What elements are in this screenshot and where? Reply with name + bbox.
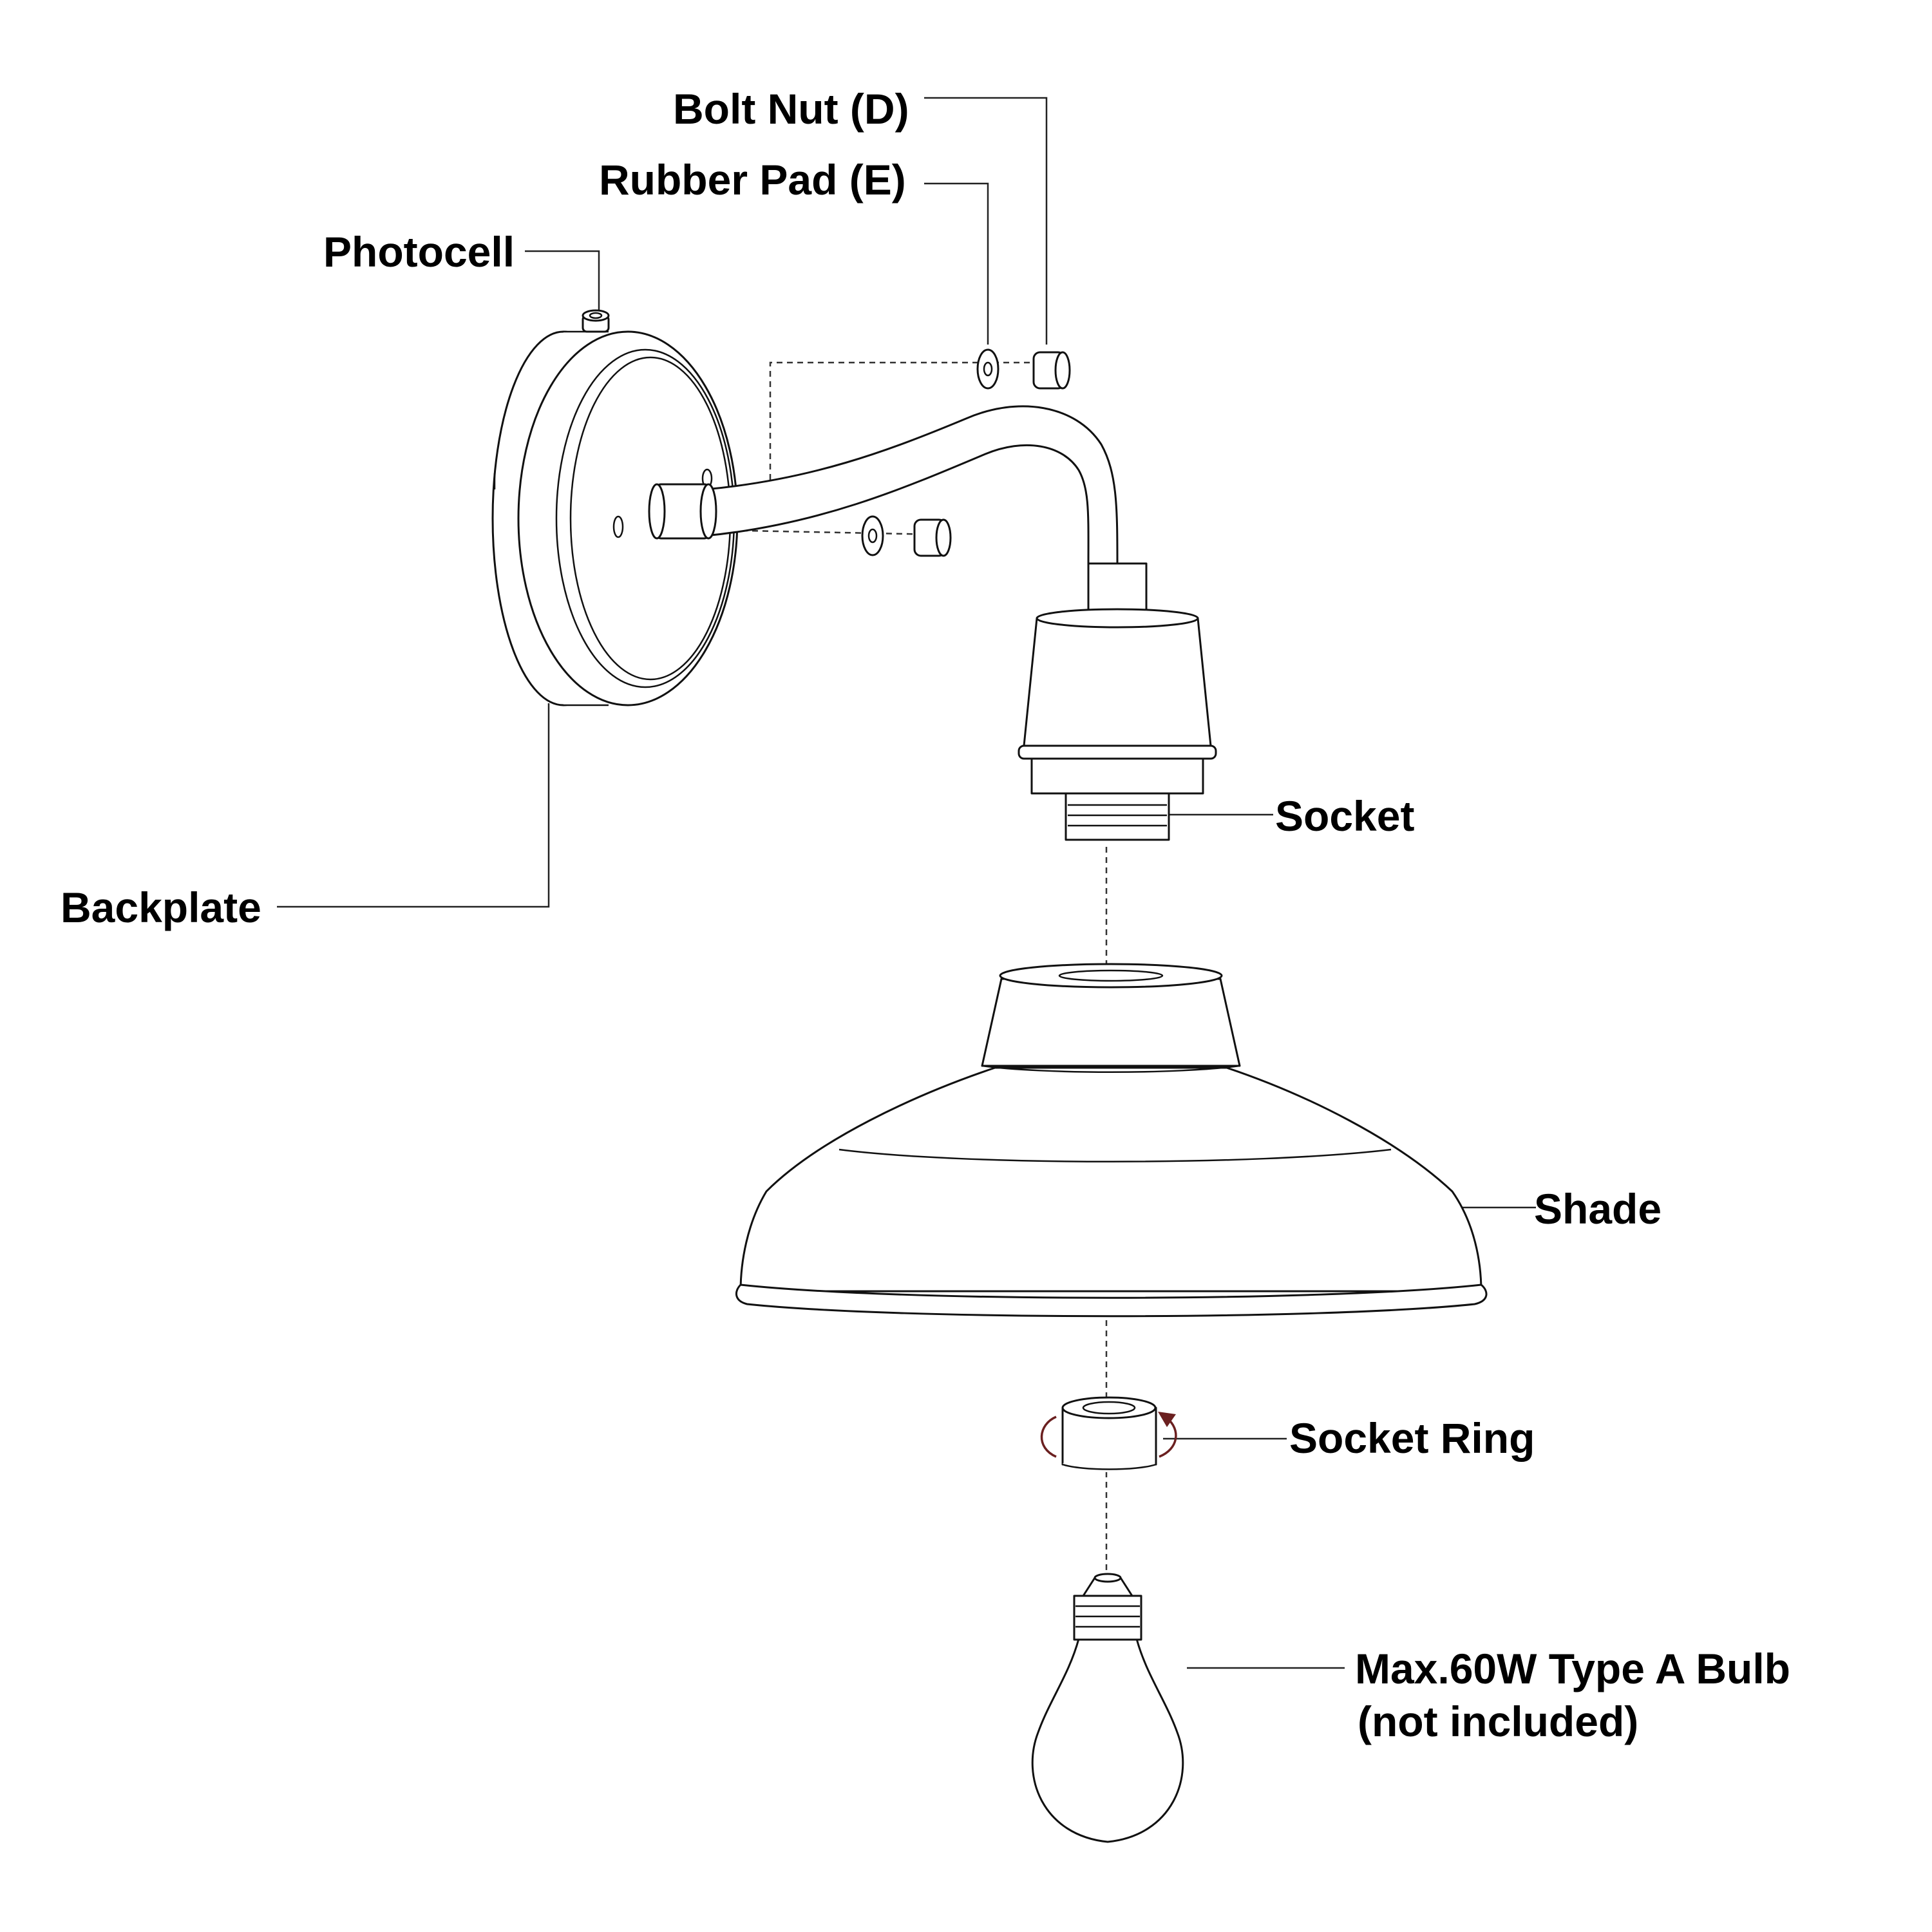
label-rubber-pad: Rubber Pad (E) [599, 156, 906, 204]
rubber-pad-upper [976, 348, 999, 390]
shade [735, 963, 1488, 1318]
bulb-base [1073, 1595, 1142, 1641]
socket-ring [1061, 1396, 1157, 1472]
label-bolt-nut: Bolt Nut (D) [673, 85, 909, 133]
bolt-nut-lower [913, 518, 952, 557]
backplate [491, 330, 739, 706]
rubber-pad-lower [861, 515, 884, 556]
label-photocell: Photocell [323, 228, 515, 276]
bolt-nut-upper [1032, 351, 1071, 390]
label-socket: Socket [1275, 792, 1414, 840]
label-backplate: Backplate [61, 884, 261, 931]
mounting-hole-lower [612, 515, 624, 538]
leader-backplate [277, 703, 550, 908]
leader-photocell [525, 250, 600, 310]
light-bulb [1031, 1573, 1184, 1843]
label-bulb: Max.60W Type A Bulb [1355, 1645, 1790, 1692]
socket [1018, 562, 1217, 841]
rotation-arrow-left [1040, 1416, 1057, 1458]
gooseneck-arm [648, 405, 1119, 568]
rotation-arrow-right [1158, 1412, 1177, 1458]
leader-rubber-pad [924, 182, 989, 345]
label-socket-ring: Socket Ring [1289, 1414, 1535, 1462]
leader-bolt-nut [924, 97, 1048, 345]
label-bulb-note: (not included) [1358, 1698, 1638, 1745]
photocell [582, 309, 610, 333]
socket-neck [1087, 562, 1148, 616]
label-shade: Shade [1534, 1185, 1662, 1233]
alignment-line-upper-bolt [769, 361, 1030, 480]
